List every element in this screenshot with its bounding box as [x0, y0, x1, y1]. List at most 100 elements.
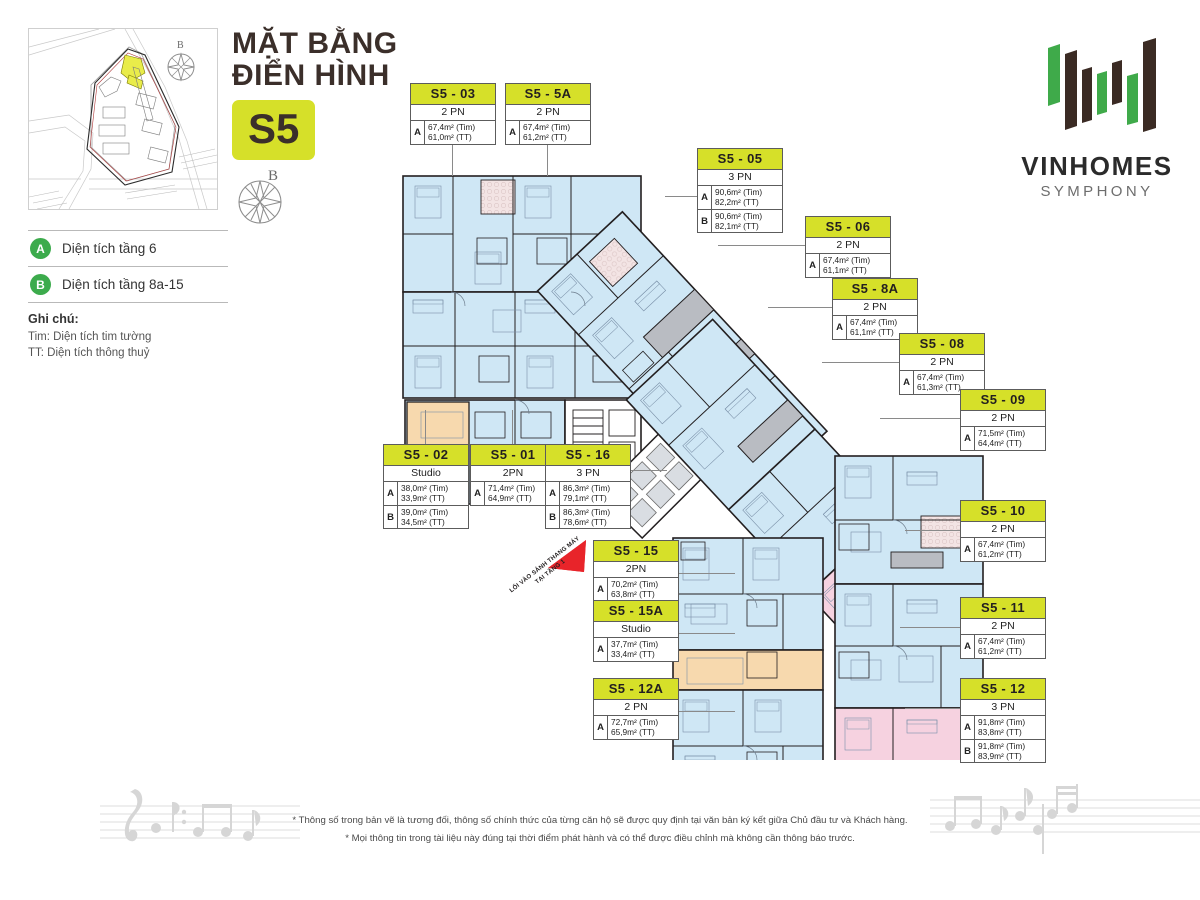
unit-area-tt: 65,9m² (TT): [611, 727, 655, 738]
unit-area-tim: 86,3m² (Tim): [563, 506, 611, 517]
unit-area-tt: 34,5m² (TT): [401, 517, 445, 528]
unit-area-tim: 67,4m² (Tim): [978, 636, 1026, 646]
unit-area-tt: 61,1m² (TT): [850, 327, 894, 338]
note-tt: TT: Diện tích thông thuỷ: [28, 347, 150, 360]
legend-divider-bottom: [28, 302, 228, 303]
unit-area-values: 86,3m² (Tim)79,1m² (TT): [560, 482, 630, 505]
disclaimer-line-1: * Thông số trong bản vẽ là tương đối, th…: [292, 815, 908, 826]
unit-area-key: A: [833, 316, 847, 339]
legend-key-b: B: [30, 274, 51, 295]
unit-area-tim: 70,2m² (Tim): [611, 579, 659, 589]
unit-area-key: A: [384, 482, 398, 505]
unit-code: S5 - 5A: [506, 84, 590, 104]
unit-area-tt: 61,2m² (TT): [523, 132, 567, 143]
callout-leader-line: [905, 530, 960, 531]
legend-label-a: Diện tích tầng 6: [62, 241, 157, 256]
unit-area-values: 71,4m² (Tim)64,9m² (TT): [485, 482, 555, 505]
unit-area-values: 67,4m² (Tim)61,3m² (TT): [914, 371, 984, 394]
callout-leader-line: [905, 708, 960, 709]
unit-area-key: A: [961, 635, 975, 658]
unit-area-tt: 61,3m² (TT): [917, 382, 961, 393]
disclaimer-line-2: * Mọi thông tin trong tài liệu này đúng …: [345, 832, 855, 844]
unit-code: S5 - 12A: [594, 679, 678, 699]
callout-leader-line: [631, 470, 667, 471]
unit-area-tim: 67,4m² (Tim): [850, 317, 898, 327]
callout-leader-line: [900, 627, 960, 628]
unit-code: S5 - 10: [961, 501, 1045, 521]
unit-area-tt: 33,9m² (TT): [401, 493, 445, 504]
footer-disclaimer: * Thông số trong bản vẽ là tương đối, th…: [0, 812, 1200, 847]
legend-divider-top: [28, 230, 228, 231]
unit-area-tt: 78,6m² (TT): [563, 517, 607, 528]
unit-area-values: 91,8m² (Tim)83,8m² (TT): [975, 716, 1045, 739]
unit-area-values: 67,4m² (Tim)61,2m² (TT): [975, 635, 1045, 658]
unit-area-values: 39,0m² (Tim)34,5m² (TT): [398, 506, 468, 529]
unit-code: S5 - 8A: [833, 279, 917, 299]
unit-area-tim: 67,4m² (Tim): [523, 122, 571, 132]
north-label: B: [268, 168, 279, 184]
unit-area-tt: 64,4m² (TT): [978, 438, 1022, 449]
legend-item-a: A Diện tích tầng 6: [28, 231, 228, 266]
unit-area-values: 72,7m² (Tim)65,9m² (TT): [608, 716, 678, 739]
unit-type: 3 PN: [961, 699, 1045, 716]
unit-code: S5 - 12: [961, 679, 1045, 699]
unit-area-key: A: [546, 482, 560, 505]
unit-area-tt: 61,0m² (TT): [428, 132, 472, 143]
unit-area-values: 67,4m² (Tim)61,0m² (TT): [425, 121, 495, 144]
unit-area-tim: 71,4m² (Tim): [488, 483, 536, 493]
unit-area-key: B: [384, 505, 398, 529]
floor-plan-svg: [402, 175, 984, 760]
unit-area-key: A: [506, 121, 520, 144]
sitemap-north-label: B: [177, 40, 184, 51]
unit-area-tt: 61,2m² (TT): [978, 646, 1022, 657]
unit-area-values: 90,6m² (Tim)82,1m² (TT): [712, 210, 782, 233]
unit-area-key: A: [961, 716, 975, 739]
unit-area-tim: 72,7m² (Tim): [611, 717, 659, 727]
unit-area-tt: 61,1m² (TT): [823, 265, 867, 276]
unit-area-tt: 82,1m² (TT): [715, 221, 759, 232]
callout-leader-line: [547, 126, 548, 176]
door-swings: [450, 291, 908, 760]
wing-south-left: [672, 537, 824, 760]
unit-area-tt: 83,9m² (TT): [978, 751, 1022, 762]
notes-title: Ghi chú:: [28, 312, 79, 326]
unit-area-tim: 37,7m² (Tim): [611, 639, 659, 649]
vinhomes-logo-icon: [1048, 38, 1156, 132]
unit-area-tt: 83,8m² (TT): [978, 727, 1022, 738]
callout-leader-line: [512, 410, 513, 444]
